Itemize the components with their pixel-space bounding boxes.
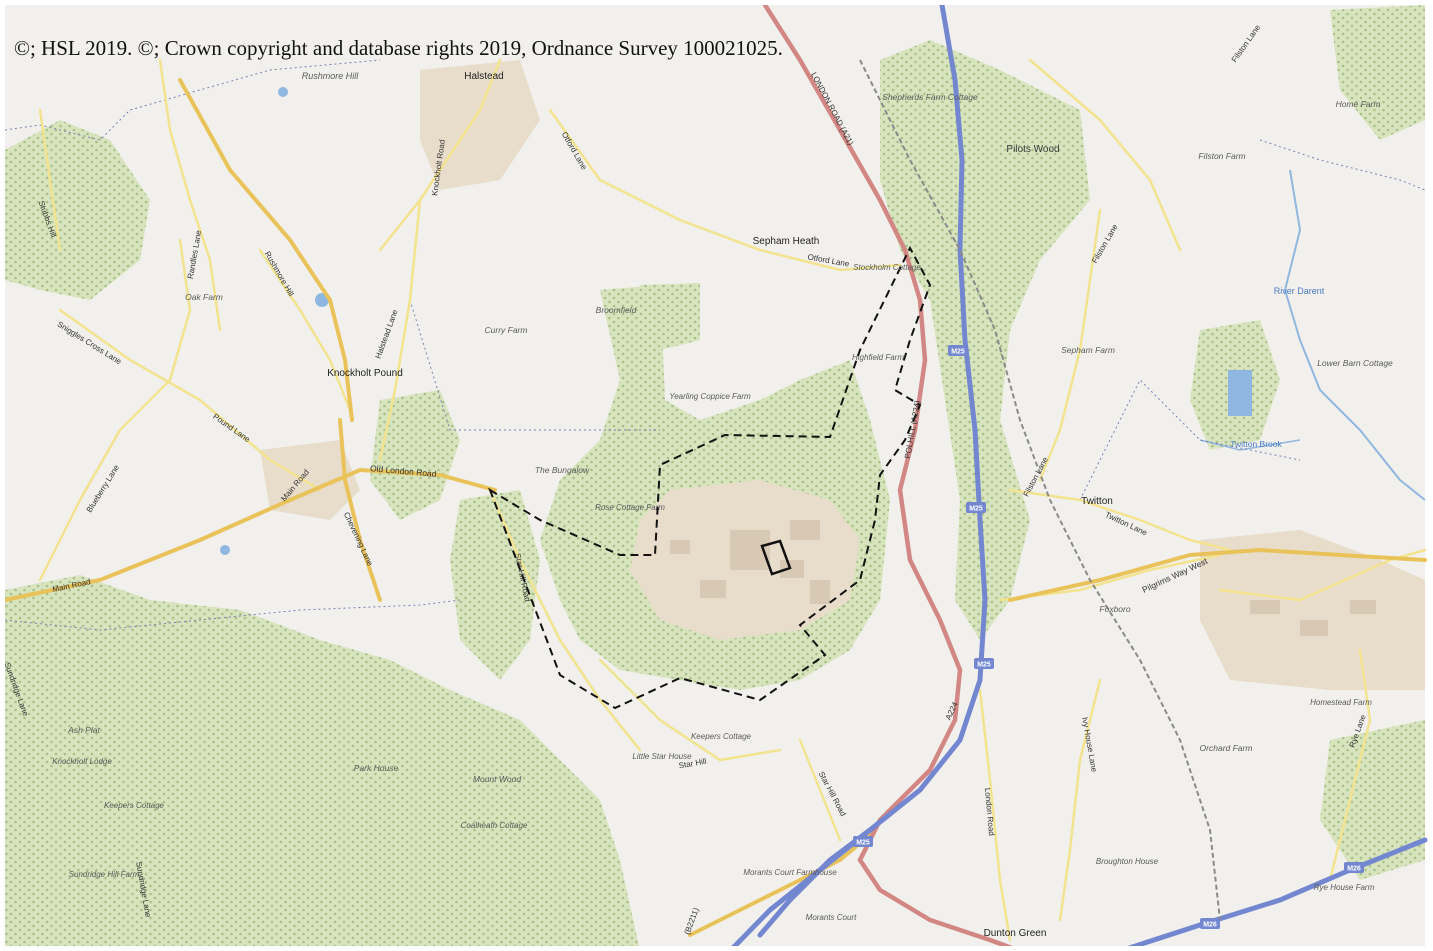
svg-text:M25: M25 bbox=[951, 349, 965, 356]
svg-text:M25: M25 bbox=[856, 840, 870, 847]
label-knockholt-pound: Knockholt Pound bbox=[327, 368, 403, 379]
shield-m26-1: M26 bbox=[1344, 862, 1364, 873]
m26 bbox=[1117, 837, 1428, 951]
label-rye-house-farm: Rye House Farm bbox=[1314, 883, 1375, 892]
label-sundridge-hill-farm: Sundridge Hill Farm bbox=[69, 870, 140, 879]
motorways bbox=[727, 2, 1428, 951]
label-rose-cottage-farm: Rose Cottage Farm bbox=[595, 503, 665, 512]
label-coalheath-cottage: Coalheath Cottage bbox=[461, 821, 528, 830]
consultation-zone-outer bbox=[488, 245, 932, 710]
label-keepers-cottage-centre: Keepers Cottage bbox=[691, 732, 752, 741]
shield-m26-2: M26 bbox=[1200, 918, 1220, 929]
label-lower-barn-cottage: Lower Barn Cottage bbox=[1317, 358, 1393, 368]
label-highfield-farm: Highfield Farm bbox=[852, 353, 904, 362]
label-twitton: Twitton bbox=[1081, 496, 1113, 507]
m25-link bbox=[757, 827, 873, 938]
label-home-farm: Home Farm bbox=[1336, 99, 1381, 109]
label-dunton-green: Dunton Green bbox=[984, 928, 1047, 939]
svg-text:M25: M25 bbox=[977, 662, 991, 669]
shield-m25-4: M25 bbox=[853, 836, 873, 847]
label-foxboro: Foxboro bbox=[1099, 604, 1130, 614]
label-stockholm-cottage: Stockholm Cottage bbox=[853, 263, 921, 272]
label-homestead-farm: Homestead Farm bbox=[1310, 698, 1372, 707]
label-ash-plat: Ash Plat bbox=[67, 725, 100, 735]
label-little-star-house: Little Star House bbox=[632, 752, 692, 761]
label-park-house: Park House bbox=[354, 763, 399, 773]
shield-m25-1: M25 bbox=[948, 345, 968, 356]
label-knockholt-lodge: Knockholt Lodge bbox=[52, 757, 112, 766]
road-label-london-road-south: London Road bbox=[983, 787, 996, 836]
rushmore-hill-road bbox=[178, 78, 332, 302]
label-the-bungalow: The Bungalow bbox=[535, 465, 590, 475]
urban-knockholt-pound bbox=[260, 440, 360, 520]
copyright-notice: ©; HSL 2019. ©; Crown copyright and data… bbox=[14, 36, 783, 60]
boundary-lines bbox=[4, 59, 1426, 631]
label-curry-farm: Curry Farm bbox=[485, 325, 528, 335]
b2211 bbox=[688, 833, 872, 937]
label-broomfield: Broomfield bbox=[596, 305, 637, 315]
knockholt-pound-road bbox=[328, 298, 354, 422]
label-halstead: Halstead bbox=[464, 71, 503, 82]
svg-text:M26: M26 bbox=[1347, 866, 1361, 873]
road-shields: M25 M25 M25 M25 M26 M26 bbox=[853, 345, 1364, 929]
main-road bbox=[338, 418, 382, 602]
label-morants-court-farmhouse: Morants Court Farmhouse bbox=[743, 868, 837, 877]
label-keepers-cottage-west: Keepers Cottage bbox=[104, 801, 165, 810]
label-broughton-house: Broughton House bbox=[1096, 857, 1159, 866]
trunk-roads bbox=[762, 2, 1023, 951]
svg-text:M26: M26 bbox=[1203, 922, 1217, 929]
label-pilots-wood: Pilots Wood bbox=[1006, 144, 1059, 155]
label-river-darent: River Darent bbox=[1274, 286, 1325, 296]
label-filston-farm: Filston Farm bbox=[1198, 151, 1245, 161]
label-rushmore-hill: Rushmore Hill bbox=[302, 71, 360, 81]
urban-halstead bbox=[420, 60, 540, 190]
twitton-brook-line bbox=[1199, 439, 1301, 451]
label-morants-court: Morants Court bbox=[806, 913, 857, 922]
label-sepham-farm: Sepham Farm bbox=[1061, 345, 1115, 355]
label-orchard-farm: Orchard Farm bbox=[1200, 743, 1253, 753]
pilgrims-way-west bbox=[1008, 547, 1427, 602]
shield-m25-2: M25 bbox=[966, 502, 986, 513]
london-road-a21 bbox=[762, 2, 908, 253]
label-shepherds-farm-cottage: Shepherds Farm Cottage bbox=[882, 92, 978, 102]
buildings bbox=[670, 520, 1376, 636]
shield-m25-3: M25 bbox=[974, 658, 994, 669]
label-twitton-brook: Twitton Brook bbox=[1230, 439, 1282, 449]
label-mount-wood: Mount Wood bbox=[473, 774, 521, 784]
a-roads bbox=[3, 78, 1427, 937]
river-darent-line bbox=[1283, 169, 1426, 501]
hazard-site-boundary bbox=[760, 539, 792, 576]
woodland-areas bbox=[5, 5, 1425, 951]
svg-text:M25: M25 bbox=[969, 506, 983, 513]
label-oak-farm: Oak Farm bbox=[185, 292, 223, 302]
old-london-road bbox=[3, 467, 497, 602]
minor-roads bbox=[38, 58, 1427, 942]
water-features bbox=[220, 87, 1426, 555]
label-yearling-coppice-farm: Yearling Coppice Farm bbox=[669, 392, 751, 401]
place-labels: Halstead Rushmore Hill Shepherds Farm Co… bbox=[52, 71, 1393, 939]
label-sepham-heath: Sepham Heath bbox=[753, 236, 820, 247]
polhill-a224 bbox=[857, 247, 1023, 951]
railway-line bbox=[859, 59, 1221, 921]
lake bbox=[1228, 370, 1252, 416]
